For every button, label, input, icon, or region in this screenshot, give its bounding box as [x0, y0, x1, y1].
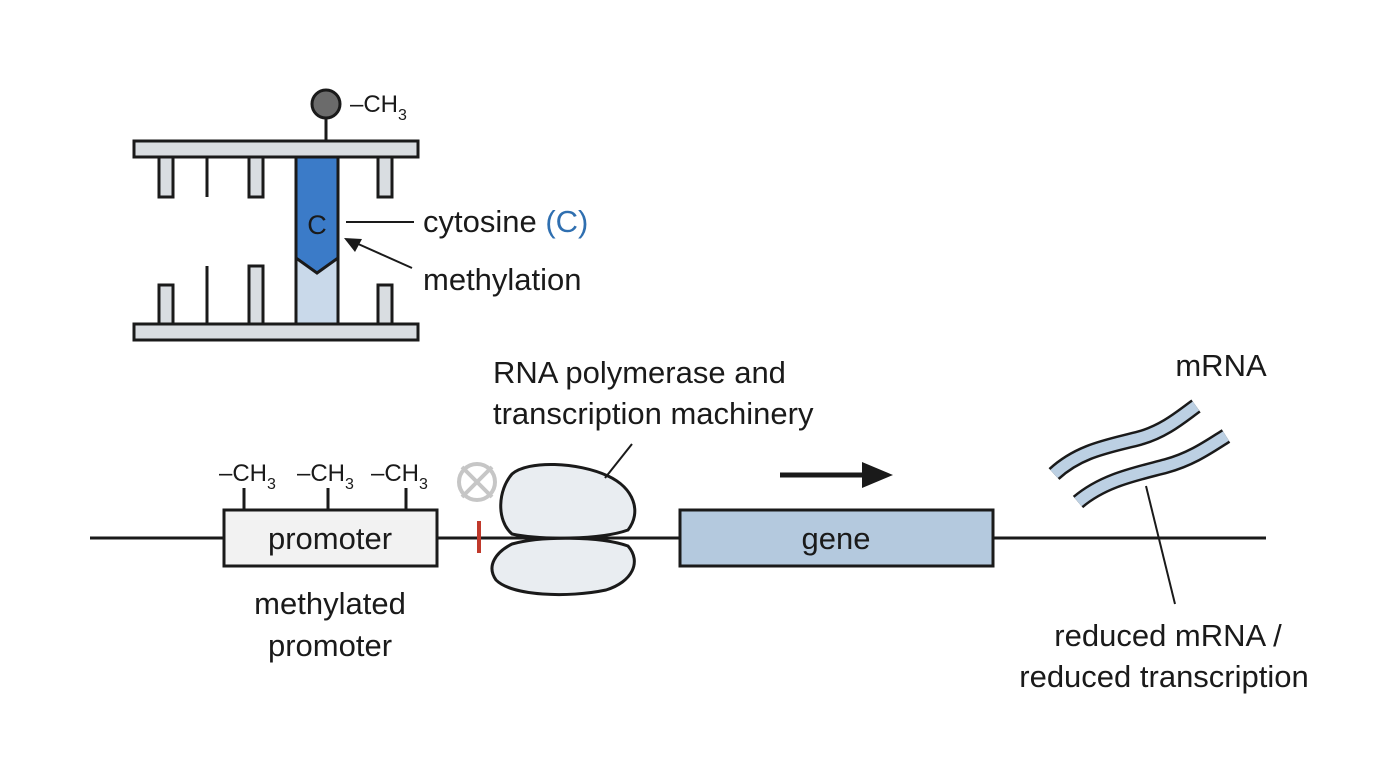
- gene-label: gene: [802, 521, 871, 556]
- mrna-strands-icon: [1048, 399, 1231, 509]
- promoter-methyl-labels: –CH3 –CH3 –CH3: [219, 460, 428, 493]
- polymerase-label-line2: transcription machinery: [493, 396, 814, 431]
- dna-double-strand: C –CH3 cytosine (C) methylation: [132, 88, 588, 342]
- promoter-box: [222, 508, 439, 568]
- methylation-arrow-head-icon: [344, 238, 362, 252]
- methyl-ball-icon: [310, 88, 342, 120]
- lower-base-rungs: [157, 264, 394, 326]
- methyl-label-1: –CH3: [219, 460, 276, 493]
- promoter-label: promoter: [268, 521, 392, 556]
- cytosine-base: C: [294, 155, 340, 326]
- polymerase-label-line1: RNA polymerase and: [493, 355, 786, 390]
- methylated-promoter-label-line1: methylated: [254, 586, 406, 621]
- reduced-label-line2: reduced transcription: [1019, 659, 1309, 694]
- blocked-symbol-icon: [457, 462, 497, 502]
- gene-track: –CH3 –CH3 –CH3 promoter methylated promo…: [90, 348, 1309, 694]
- methylated-promoter-label-line2: promoter: [268, 628, 392, 663]
- upper-backbone: [132, 139, 420, 159]
- methyl-group: –CH3: [310, 88, 407, 141]
- transcription-direction-arrow-icon: [862, 462, 893, 488]
- rna-polymerase-icon: [490, 462, 637, 597]
- promoter-methyl-ticks: [242, 488, 408, 510]
- polymerase-leader-line: [604, 443, 633, 479]
- methyl-formula: –CH3: [350, 91, 407, 124]
- reduced-leader-line: [1145, 485, 1176, 605]
- methylation-label: methylation: [423, 262, 582, 297]
- upper-base-rungs: [157, 155, 394, 199]
- gene-box: [678, 508, 995, 568]
- methylation-arrow-line: [355, 242, 413, 269]
- methyl-label-2: –CH3: [297, 460, 354, 493]
- reduced-label-line1: reduced mRNA /: [1054, 618, 1282, 653]
- cytosine-label: cytosine (C): [423, 204, 588, 239]
- lower-backbone: [132, 322, 420, 342]
- methyl-label-3: –CH3: [371, 460, 428, 493]
- base-letter: C: [307, 210, 327, 240]
- mrna-label: mRNA: [1175, 348, 1267, 383]
